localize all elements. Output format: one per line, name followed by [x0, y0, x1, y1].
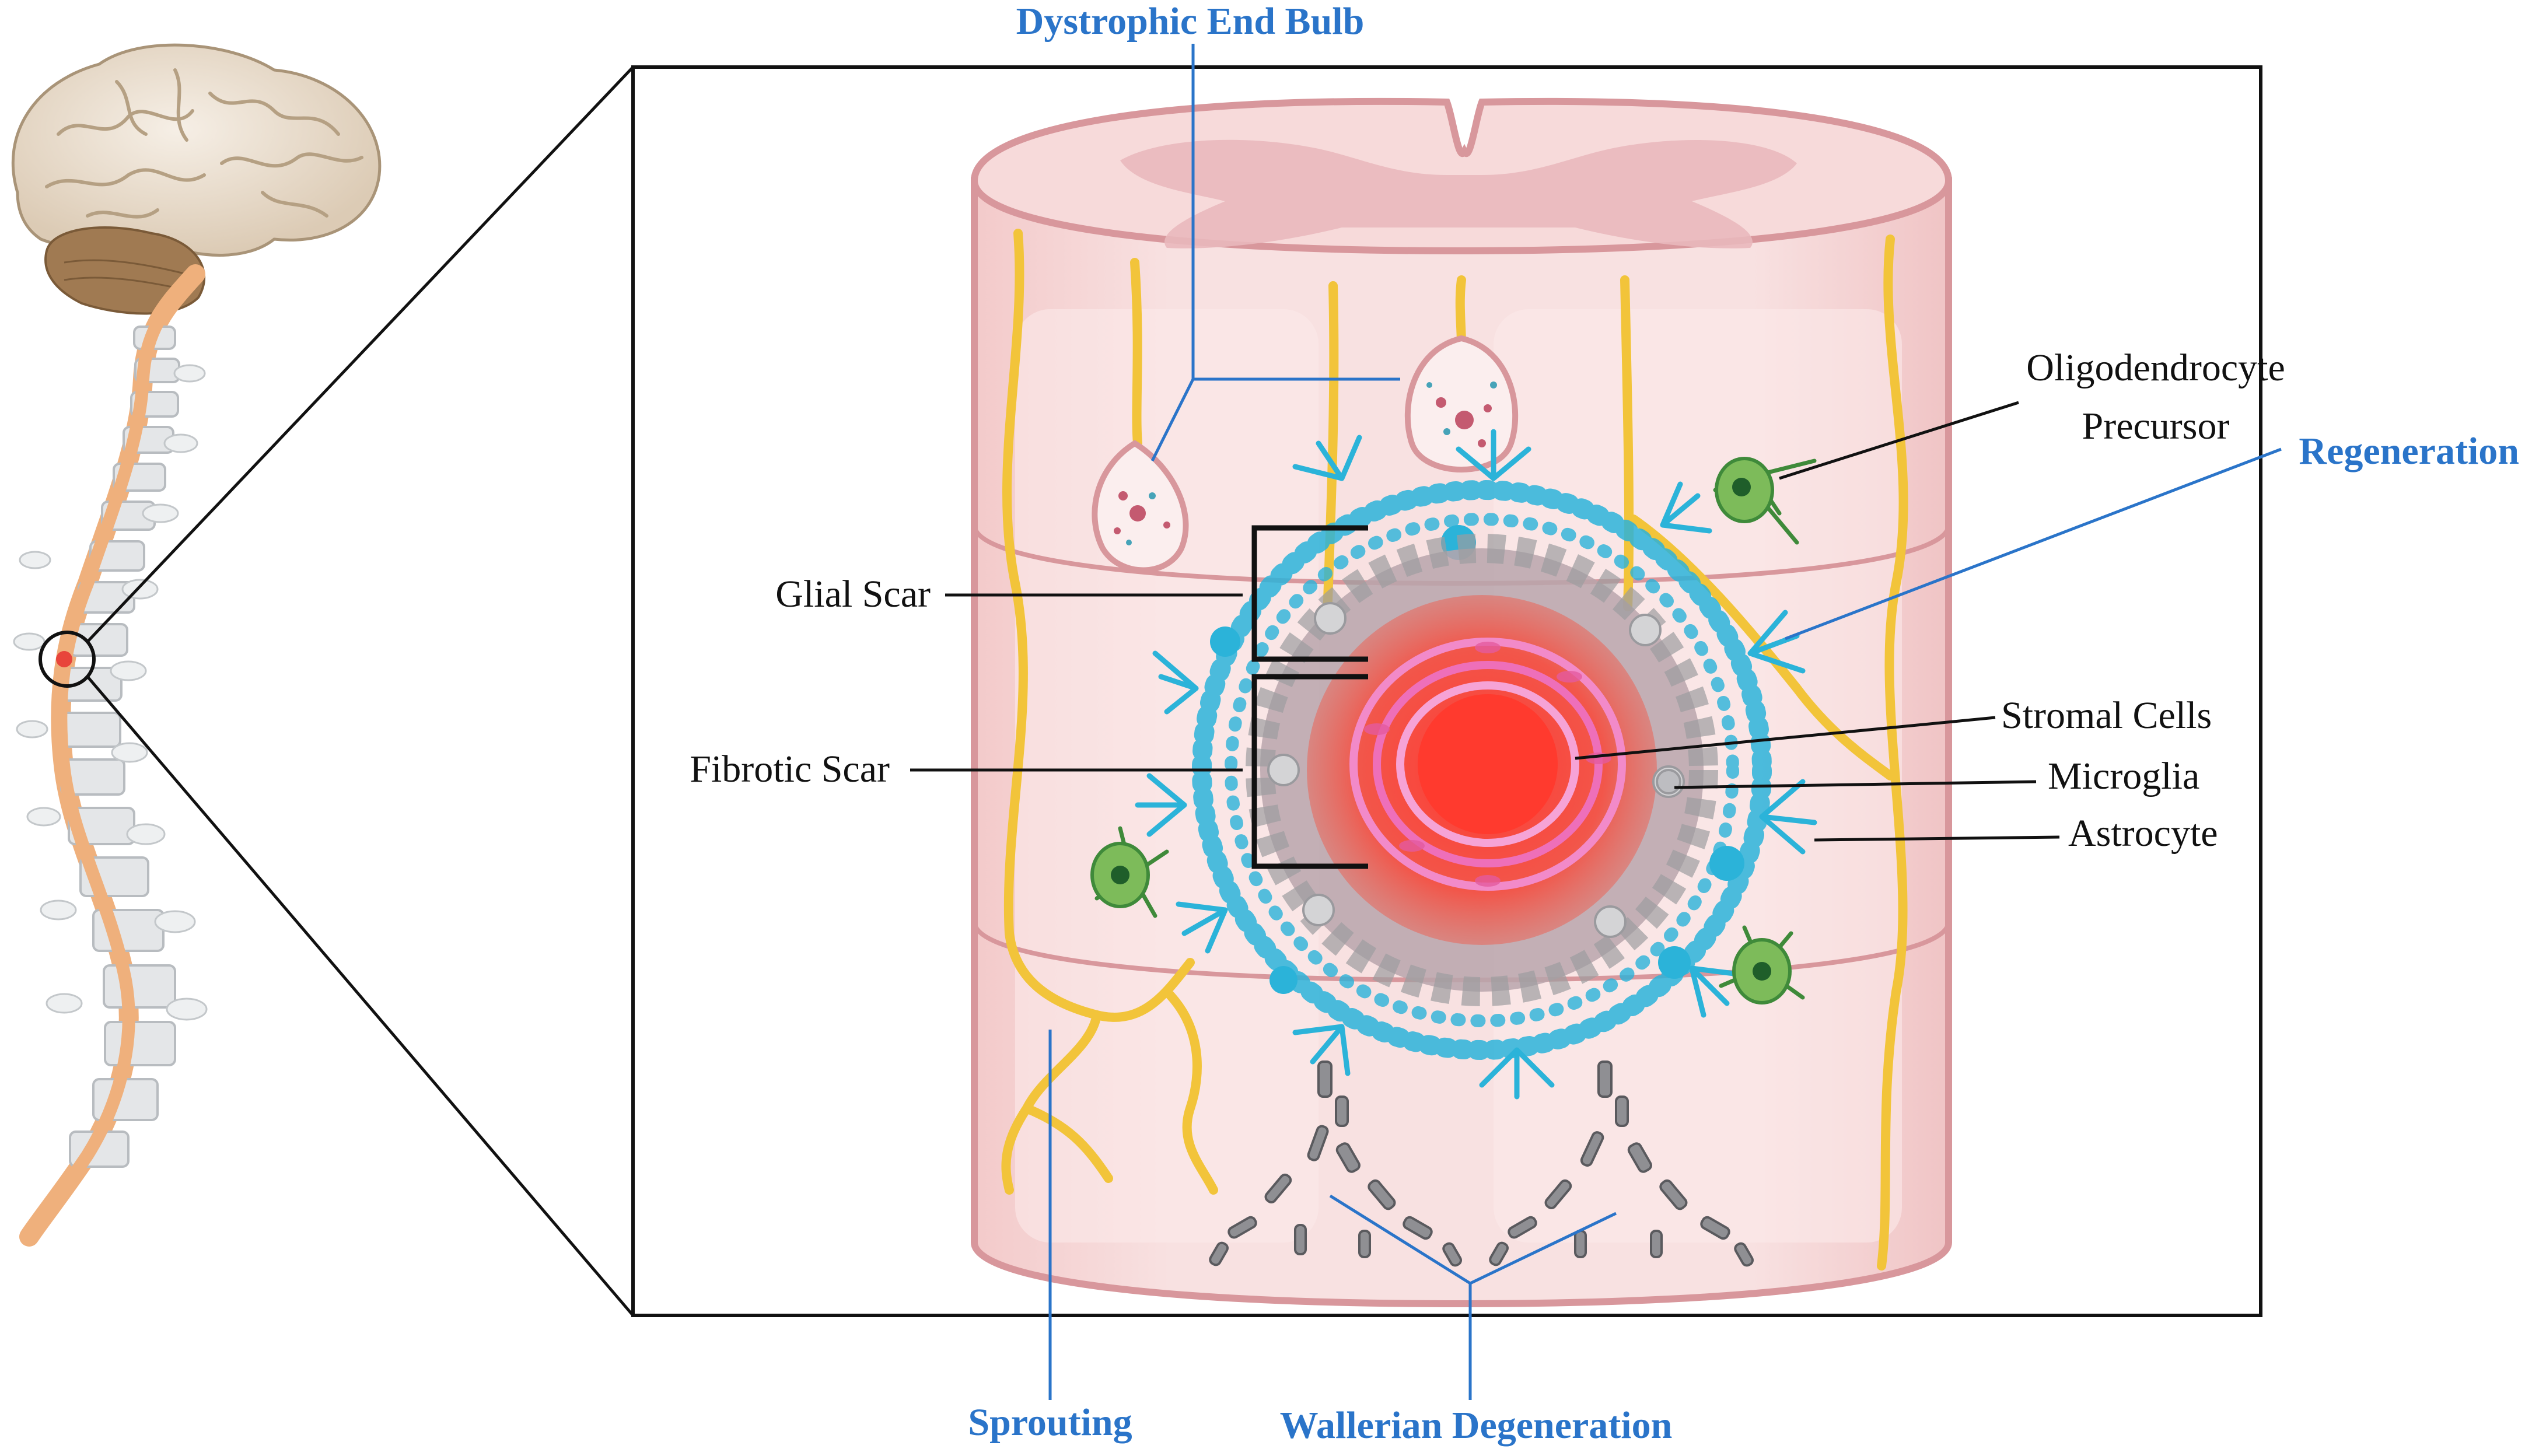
leader-dystrophic: [1150, 44, 1400, 462]
label-oligodendrocyte: Oligodendrocyte: [2026, 346, 2285, 389]
zoom-line-bottom: [86, 676, 634, 1317]
label-microglia: Microglia: [2048, 755, 2199, 797]
leader-astrocyte: [1814, 835, 2060, 842]
oligodendrocyte-precursors: [1090, 457, 1817, 1005]
leader-microglia: [1674, 780, 2037, 789]
lesion-marker: [39, 631, 96, 688]
grey-matter: [1120, 139, 1797, 249]
label-glial-scar: Glial Scar: [775, 573, 931, 615]
label-sprouting: Sprouting: [968, 1401, 1132, 1444]
label-wallerian-degeneration: Wallerian Degeneration: [1280, 1404, 1673, 1447]
brain-cerebrum: [11, 43, 382, 257]
leader-wallerian: [1329, 1194, 1617, 1400]
label-stromal-cells: Stromal Cells: [2001, 694, 2212, 737]
leader-stromal: [1575, 716, 1996, 760]
label-precursor: Precursor: [2082, 405, 2230, 447]
fibrotic-scar-bracket: [1251, 674, 1368, 869]
brain-cerebellum: [44, 226, 206, 315]
leader-regeneration: [1785, 447, 2282, 640]
lesion: [1135, 429, 1817, 1100]
leader-opc: [1779, 401, 2019, 480]
wallerian-fragments: [1209, 1060, 1754, 1267]
brain-spine-illustration: [11, 43, 382, 1247]
label-fibrotic-scar: Fibrotic Scar: [690, 748, 890, 790]
label-regeneration: Regeneration: [2299, 430, 2519, 473]
zoom-line-top: [86, 66, 634, 643]
glial-scar-bracket: [1251, 525, 1368, 662]
dystrophic-end-bulbs: [1092, 335, 1519, 573]
label-astrocyte: Astrocyte: [2068, 812, 2218, 855]
label-dystrophic-end-bulb: Dystrophic End Bulb: [1016, 0, 1365, 43]
